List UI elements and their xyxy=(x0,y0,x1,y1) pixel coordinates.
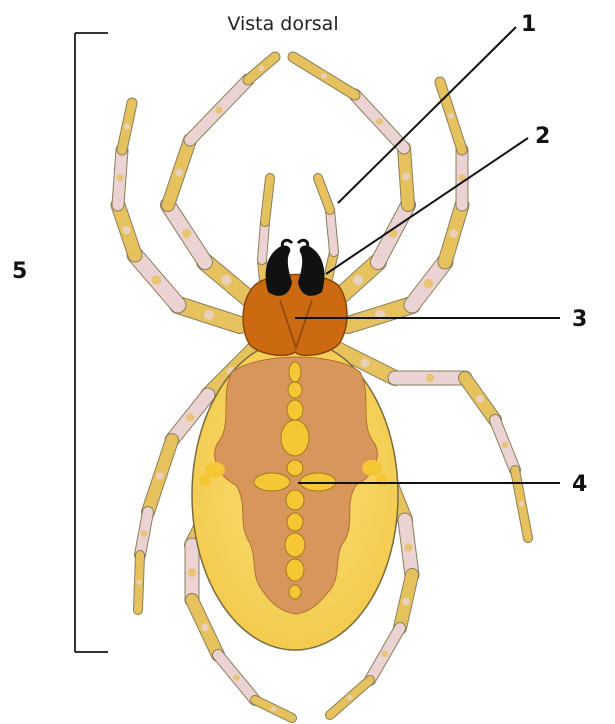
abdomen xyxy=(192,340,398,650)
pedipalp-left-segment xyxy=(262,222,265,260)
cephalothorax xyxy=(243,274,347,355)
pedipalp-right-segment xyxy=(330,210,334,252)
label-2: 2 xyxy=(535,124,550,149)
label-3: 3 xyxy=(572,307,587,332)
body-bracket xyxy=(75,33,108,652)
label-5: 5 xyxy=(12,259,27,284)
label-1: 1 xyxy=(521,12,536,37)
pedipalp-right-segment xyxy=(318,178,330,210)
view-title: Vista dorsal xyxy=(227,13,338,35)
pedipalp-left-segment xyxy=(265,178,270,222)
label-4: 4 xyxy=(572,472,587,497)
